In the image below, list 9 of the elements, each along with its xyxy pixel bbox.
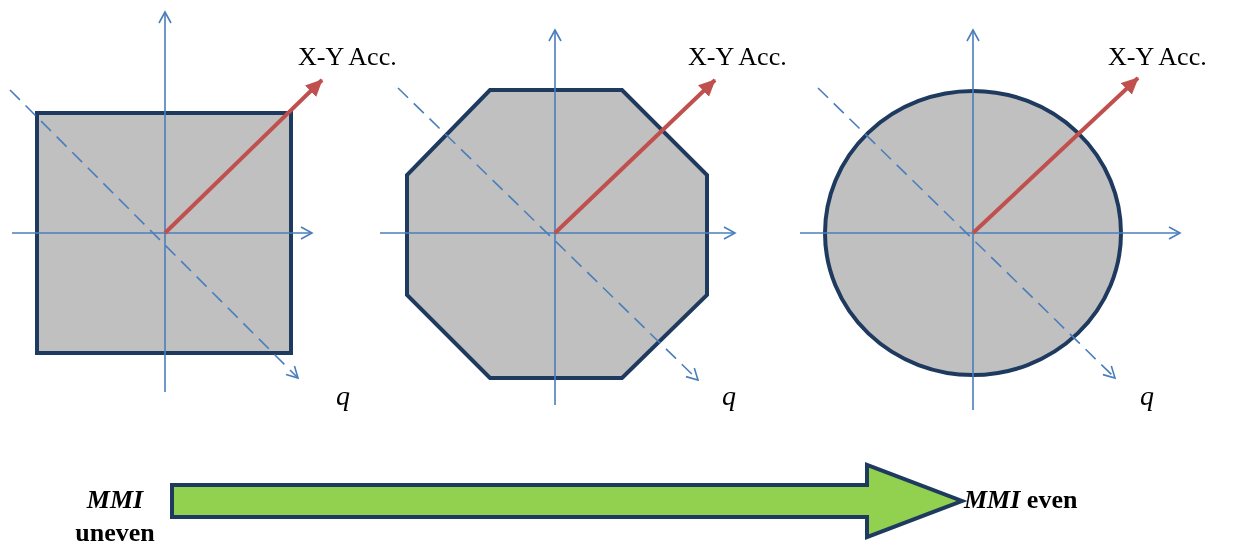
axis-label: X-Y Acc. <box>688 42 787 72</box>
text-label: MMI even <box>964 484 1078 517</box>
text-label: MMI uneven <box>60 484 170 549</box>
axis-label: X-Y Acc. <box>298 42 397 72</box>
axis-label: q <box>336 380 350 412</box>
axis-label: q <box>1140 380 1154 412</box>
axis-label: q <box>722 380 736 412</box>
axis-label: X-Y Acc. <box>1108 42 1207 72</box>
block-arrow <box>170 462 968 540</box>
